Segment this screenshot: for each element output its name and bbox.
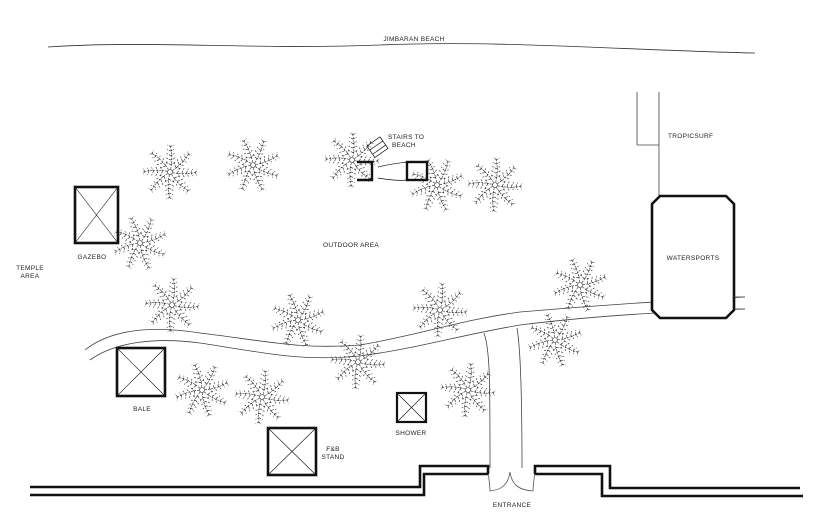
palm-trees xyxy=(113,132,607,425)
watersports-label: WATERSPORTS xyxy=(667,255,720,262)
gazebo[interactable] xyxy=(73,185,120,245)
palm-trunk xyxy=(465,387,471,393)
bale-label: BALE xyxy=(133,406,151,413)
outdoor-area-label: OUTDOOR AREA xyxy=(323,242,379,249)
palm-tree-icon xyxy=(324,132,380,188)
palm-tree-icon xyxy=(330,334,386,390)
temple-label-line1: TEMPLE xyxy=(16,265,44,272)
palm-trunk xyxy=(295,317,301,323)
palm-fronds xyxy=(113,216,167,270)
palm-tree-icon xyxy=(553,258,607,312)
stairs-label-line1: STAIRS TO xyxy=(388,134,424,141)
palm-fronds xyxy=(330,334,386,390)
shower[interactable] xyxy=(395,391,428,424)
shoreline xyxy=(47,43,756,54)
palm-trunk xyxy=(259,394,265,400)
palm-fronds xyxy=(410,158,464,212)
palm-trunk xyxy=(437,307,443,313)
palm-tree-icon xyxy=(412,282,468,338)
stairs-label-line2: BEACH xyxy=(392,142,416,149)
boundary-wall xyxy=(30,464,803,498)
palm-tree-icon xyxy=(144,277,200,333)
palm-fronds xyxy=(412,282,468,338)
palm-fronds xyxy=(527,312,583,368)
palm-trunk xyxy=(169,302,175,308)
palm-fronds xyxy=(174,362,230,418)
palm-tree-icon xyxy=(440,362,496,418)
palm-tree-icon xyxy=(174,362,230,418)
palm-tree-icon xyxy=(234,369,290,425)
palm-tree-icon xyxy=(226,138,280,192)
temple-label-line2: AREA xyxy=(21,273,40,280)
palm-trunk xyxy=(167,169,173,175)
palm-trunk xyxy=(355,359,361,365)
tropicsurf-label: TROPICSURF xyxy=(668,133,713,140)
palm-fronds xyxy=(324,132,380,188)
palm-trunk xyxy=(492,182,498,188)
palm-fronds xyxy=(467,157,523,213)
walkway xyxy=(84,296,746,469)
palm-tree-icon xyxy=(113,216,167,270)
palm-trunk xyxy=(250,162,256,168)
palm-trunk xyxy=(349,157,355,163)
palm-fronds xyxy=(553,258,607,312)
palm-tree-icon xyxy=(410,158,464,212)
palm-trunk xyxy=(199,387,205,393)
entrance-gate[interactable] xyxy=(487,464,536,492)
shower-label: SHOWER xyxy=(395,430,426,437)
gazebo-label: GAZEBO xyxy=(78,254,107,261)
palm-tree-icon xyxy=(527,312,583,368)
palm-fronds xyxy=(144,277,200,333)
palm-fronds xyxy=(142,144,198,200)
palm-trunk xyxy=(552,337,558,343)
palm-fronds xyxy=(440,362,496,418)
fb-label-line1: F&B xyxy=(326,446,340,453)
palm-trunk xyxy=(434,182,440,188)
tropicsurf-area xyxy=(636,92,660,196)
beach-label: JIMBARAN BEACH xyxy=(383,36,444,43)
watersports[interactable] xyxy=(650,194,745,320)
palm-trunk xyxy=(577,282,583,288)
palm-tree-icon xyxy=(467,157,523,213)
fb-stand[interactable] xyxy=(266,426,318,477)
fb-label-line2: STAND xyxy=(321,454,344,461)
palm-fronds xyxy=(271,293,325,347)
palm-tree-icon xyxy=(142,144,198,200)
bale[interactable] xyxy=(115,346,167,398)
palm-trunk xyxy=(137,240,143,246)
palm-fronds xyxy=(234,369,290,425)
palm-fronds xyxy=(226,138,280,192)
entrance-label: ENTRANCE xyxy=(493,502,532,509)
palm-tree-icon xyxy=(271,293,325,347)
